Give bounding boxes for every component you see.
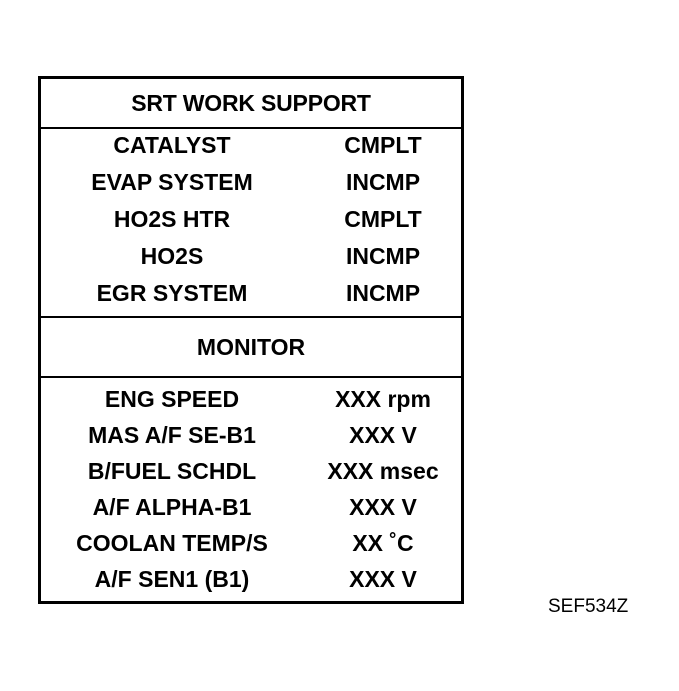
monitor-row-eng-speed: ENG SPEED XXX rpm [41, 383, 461, 415]
figure-code: SEF534Z [548, 596, 629, 617]
monitor-row-b-fuel-schdl: B/FUEL SCHDL XXX msec [41, 455, 461, 487]
monitor-row-af-sen1-b1: A/F SEN1 (B1) XXX V [41, 563, 461, 595]
srt-row-ho2s-htr: HO2S HTR CMPLT [41, 203, 461, 235]
srt-row-evap-system: EVAP SYSTEM INCMP [41, 166, 461, 198]
srt-status-list: CATALYST CMPLT EVAP SYSTEM INCMP HO2S HT… [41, 129, 461, 318]
srt-item-status: INCMP [345, 243, 421, 269]
screen-title: SRT WORK SUPPORT [131, 89, 371, 116]
monitor-item-name: MAS A/F SE-B1 [88, 422, 256, 448]
srt-item-name: EVAP SYSTEM [91, 169, 253, 195]
srt-item-name: HO2S HTR [113, 206, 231, 232]
monitor-item-name: A/F SEN1 (B1) [94, 566, 250, 592]
monitor-item-name: B/FUEL SCHDL [87, 458, 257, 484]
monitor-item-name: ENG SPEED [104, 386, 240, 412]
srt-row-egr-system: EGR SYSTEM INCMP [41, 277, 461, 309]
monitor-data-list: ENG SPEED XXX rpm MAS A/F SE-B1 XXX V B/… [41, 378, 461, 601]
monitor-item-name: COOLAN TEMP/S [76, 530, 268, 556]
srt-item-name: HO2S [140, 243, 204, 269]
consult-screen: SRT WORK SUPPORT CATALYST CMPLT EVAP SYS… [38, 76, 464, 604]
srt-item-status: INCMP [345, 280, 421, 306]
srt-item-status: INCMP [345, 169, 421, 195]
srt-item-name: CATALYST [113, 132, 231, 158]
monitor-item-value: XXX V [349, 494, 417, 520]
monitor-item-value: XXX msec [327, 458, 439, 484]
monitor-item-value: XXX rpm [335, 386, 431, 412]
srt-row-catalyst: CATALYST CMPLT [41, 129, 461, 161]
monitor-item-value: XXX V [349, 566, 417, 592]
monitor-row-coolan-temp-s: COOLAN TEMP/S XX ˚C [41, 527, 461, 559]
srt-item-name: EGR SYSTEM [96, 280, 248, 306]
monitor-title: MONITOR [196, 333, 306, 360]
monitor-item-value: XXX V [349, 422, 417, 448]
srt-item-status: CMPLT [344, 132, 422, 158]
srt-row-ho2s: HO2S INCMP [41, 240, 461, 272]
monitor-row-mas-af-se-b1: MAS A/F SE-B1 XXX V [41, 419, 461, 451]
srt-work-support-title: SRT WORK SUPPORT [41, 79, 461, 129]
monitor-item-name: A/F ALPHA-B1 [92, 494, 252, 520]
srt-item-status: CMPLT [344, 206, 422, 232]
monitor-row-af-alpha-b1: A/F ALPHA-B1 XXX V [41, 491, 461, 523]
monitor-item-value: XX ˚C [352, 530, 414, 556]
monitor-heading: MONITOR [41, 318, 461, 378]
